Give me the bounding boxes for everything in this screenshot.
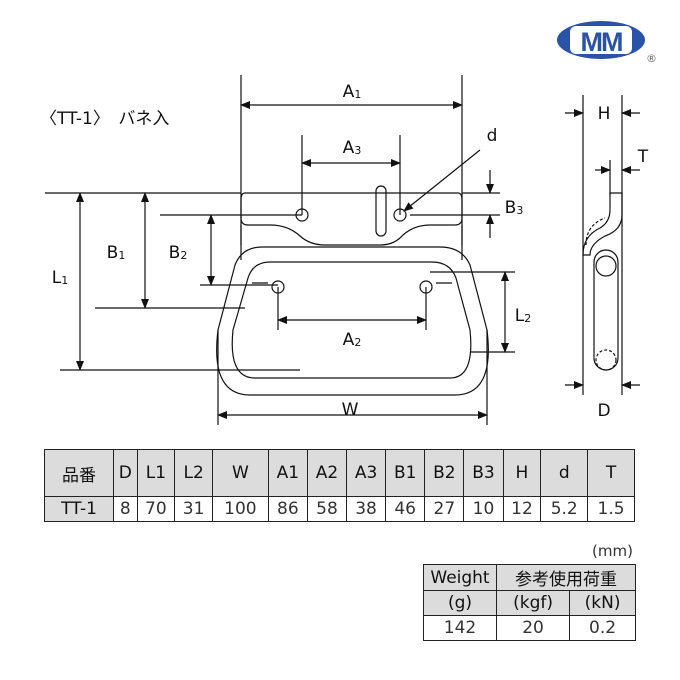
brand-logo: MM [556,20,646,60]
header-cell: W [212,449,269,497]
header-cell: A1 [267,449,308,497]
weight-value: 142 [423,615,497,641]
header-cell: D [113,449,138,497]
label-t: T [637,147,649,167]
weight-table: Weight 参考使用荷重 (g) (kgf) (kN) 142 20 0.2 [423,564,636,641]
spec-table: 品番 D L1 L2 W A1 A2 A3 B1 B2 B3 H d T TT-… [44,449,635,522]
data-cell: 31 [174,496,213,522]
technical-drawing [45,75,640,425]
data-cell: 70 [136,496,176,522]
data-cell: TT-1 [44,496,114,522]
weight-header: Weight [423,564,497,591]
header-cell: T [587,449,635,497]
data-cell: 38 [345,496,387,522]
data-cell: 58 [306,496,348,522]
label-w: W [341,400,359,420]
label-a2: A2 [342,330,362,350]
label-b1: B1 [106,243,126,263]
spec-header-row: 品番 D L1 L2 W A1 A2 A3 B1 B2 B3 H d T [44,449,635,497]
label-b3: B3 [504,198,524,218]
kgf-unit: (kgf) [495,590,571,616]
label-d-hole: d [486,126,498,146]
registered-mark: ® [646,52,657,65]
kn-value: 0.2 [569,615,636,641]
data-cell: 10 [463,496,504,522]
data-cell: 5.2 [540,496,589,522]
kn-unit: (kN) [569,590,636,616]
header-cell: B1 [385,449,426,497]
data-cell: 86 [267,496,308,522]
header-cell: A3 [345,449,387,497]
svg-text:MM: MM [581,27,622,57]
data-cell: 27 [424,496,465,522]
label-b2: B2 [168,243,188,263]
load-header: 参考使用荷重 [496,564,636,591]
label-l1: L1 [51,268,69,288]
unit-label: (mm) [592,542,633,560]
header-cell: H [502,449,542,497]
header-cell: 品番 [44,449,114,497]
drawing-title: 〈TT-1〉 バネ入 [40,109,170,129]
logo-shape: MM [557,21,645,59]
header-cell: A2 [306,449,348,497]
data-cell: 8 [113,496,138,522]
data-cell: 100 [212,496,269,522]
spec-data-row: TT-1 8 70 31 100 86 58 38 46 27 10 12 5.… [44,496,635,522]
label-h: H [597,104,611,124]
header-cell: B3 [463,449,504,497]
label-d-wire: D [597,401,611,421]
header-cell: L1 [136,449,176,497]
label-a3: A3 [342,138,362,158]
label-l2: L2 [514,306,532,326]
header-cell: d [540,449,589,497]
data-cell: 1.5 [587,496,635,522]
label-a1: A1 [342,82,362,102]
weight-unit: (g) [423,590,497,616]
header-cell: L2 [174,449,213,497]
data-cell: 46 [385,496,426,522]
kgf-value: 20 [495,615,571,641]
data-cell: 12 [502,496,542,522]
header-cell: B2 [424,449,465,497]
